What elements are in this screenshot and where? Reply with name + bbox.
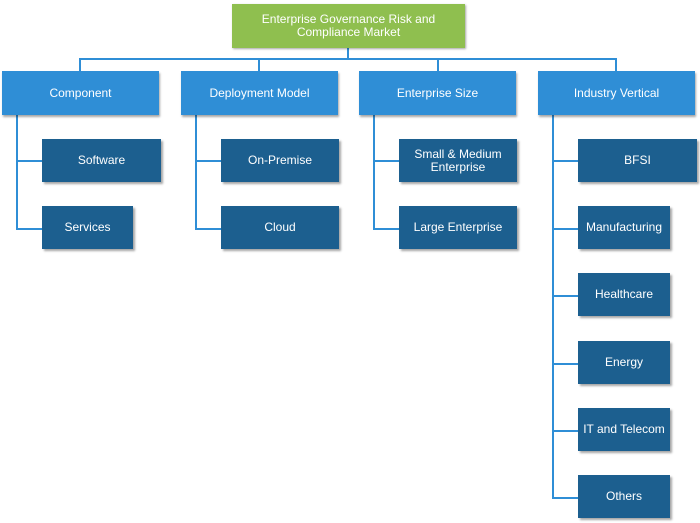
item-label: Energy [604, 355, 644, 369]
branch-vertical-6 [552, 497, 578, 499]
connector-horizontal-bus [79, 58, 617, 60]
item-label: Services [64, 220, 111, 234]
branch-vertical-4 [552, 363, 578, 365]
category-industry-vertical: Industry Vertical [538, 71, 695, 115]
item-others: Others [578, 475, 670, 518]
item-label: Others [605, 489, 642, 503]
category-label: Enterprise Size [396, 85, 479, 100]
category-label: Component [49, 85, 112, 100]
item-bfsi: BFSI [578, 139, 697, 182]
item-label: Healthcare [594, 287, 654, 301]
item-label: Software [77, 153, 126, 167]
branch-vertical-2 [552, 228, 578, 230]
connector-root-down [347, 48, 349, 59]
branch-deployment-1 [195, 160, 221, 162]
item-label: BFSI [624, 153, 651, 167]
item-label: On-Premise [247, 153, 312, 167]
connector-cat-vertical [615, 58, 617, 71]
branch-deployment-2 [195, 228, 221, 230]
spine-component [16, 115, 18, 229]
category-label: Industry Vertical [573, 85, 660, 100]
item-label: Cloud [264, 220, 296, 234]
connector-cat-size [437, 58, 439, 71]
item-it-telecom: IT and Telecom [578, 408, 670, 451]
branch-vertical-3 [552, 295, 578, 297]
item-software: Software [42, 139, 161, 182]
item-large-enterprise: Large Enterprise [399, 206, 517, 249]
item-small-medium-enterprise: Small & Medium Enterprise [399, 139, 517, 182]
item-label: IT and Telecom [583, 422, 665, 436]
item-services: Services [42, 206, 133, 249]
category-label: Deployment Model [209, 85, 310, 100]
branch-vertical-1 [552, 160, 578, 162]
spine-deployment [195, 115, 197, 229]
root-node: Enterprise Governance Risk and Complianc… [232, 4, 465, 48]
item-label: Small & Medium Enterprise [414, 146, 502, 174]
item-label: Large Enterprise [413, 220, 503, 234]
item-energy: Energy [578, 341, 670, 384]
spine-vertical [552, 115, 554, 498]
item-cloud: Cloud [221, 206, 339, 249]
branch-component-1 [16, 160, 42, 162]
spine-size [373, 115, 375, 229]
item-on-premise: On-Premise [221, 139, 339, 182]
branch-vertical-5 [552, 430, 578, 432]
item-healthcare: Healthcare [578, 273, 670, 316]
category-deployment-model: Deployment Model [181, 71, 338, 115]
category-component: Component [2, 71, 159, 115]
item-manufacturing: Manufacturing [578, 206, 670, 249]
root-node-label: Enterprise Governance Risk and Complianc… [261, 12, 436, 39]
category-enterprise-size: Enterprise Size [359, 71, 516, 115]
connector-cat-deployment [258, 58, 260, 71]
item-label: Manufacturing [585, 220, 663, 234]
branch-size-2 [373, 228, 399, 230]
connector-cat-component [79, 58, 81, 71]
branch-component-2 [16, 228, 42, 230]
branch-size-1 [373, 160, 399, 162]
